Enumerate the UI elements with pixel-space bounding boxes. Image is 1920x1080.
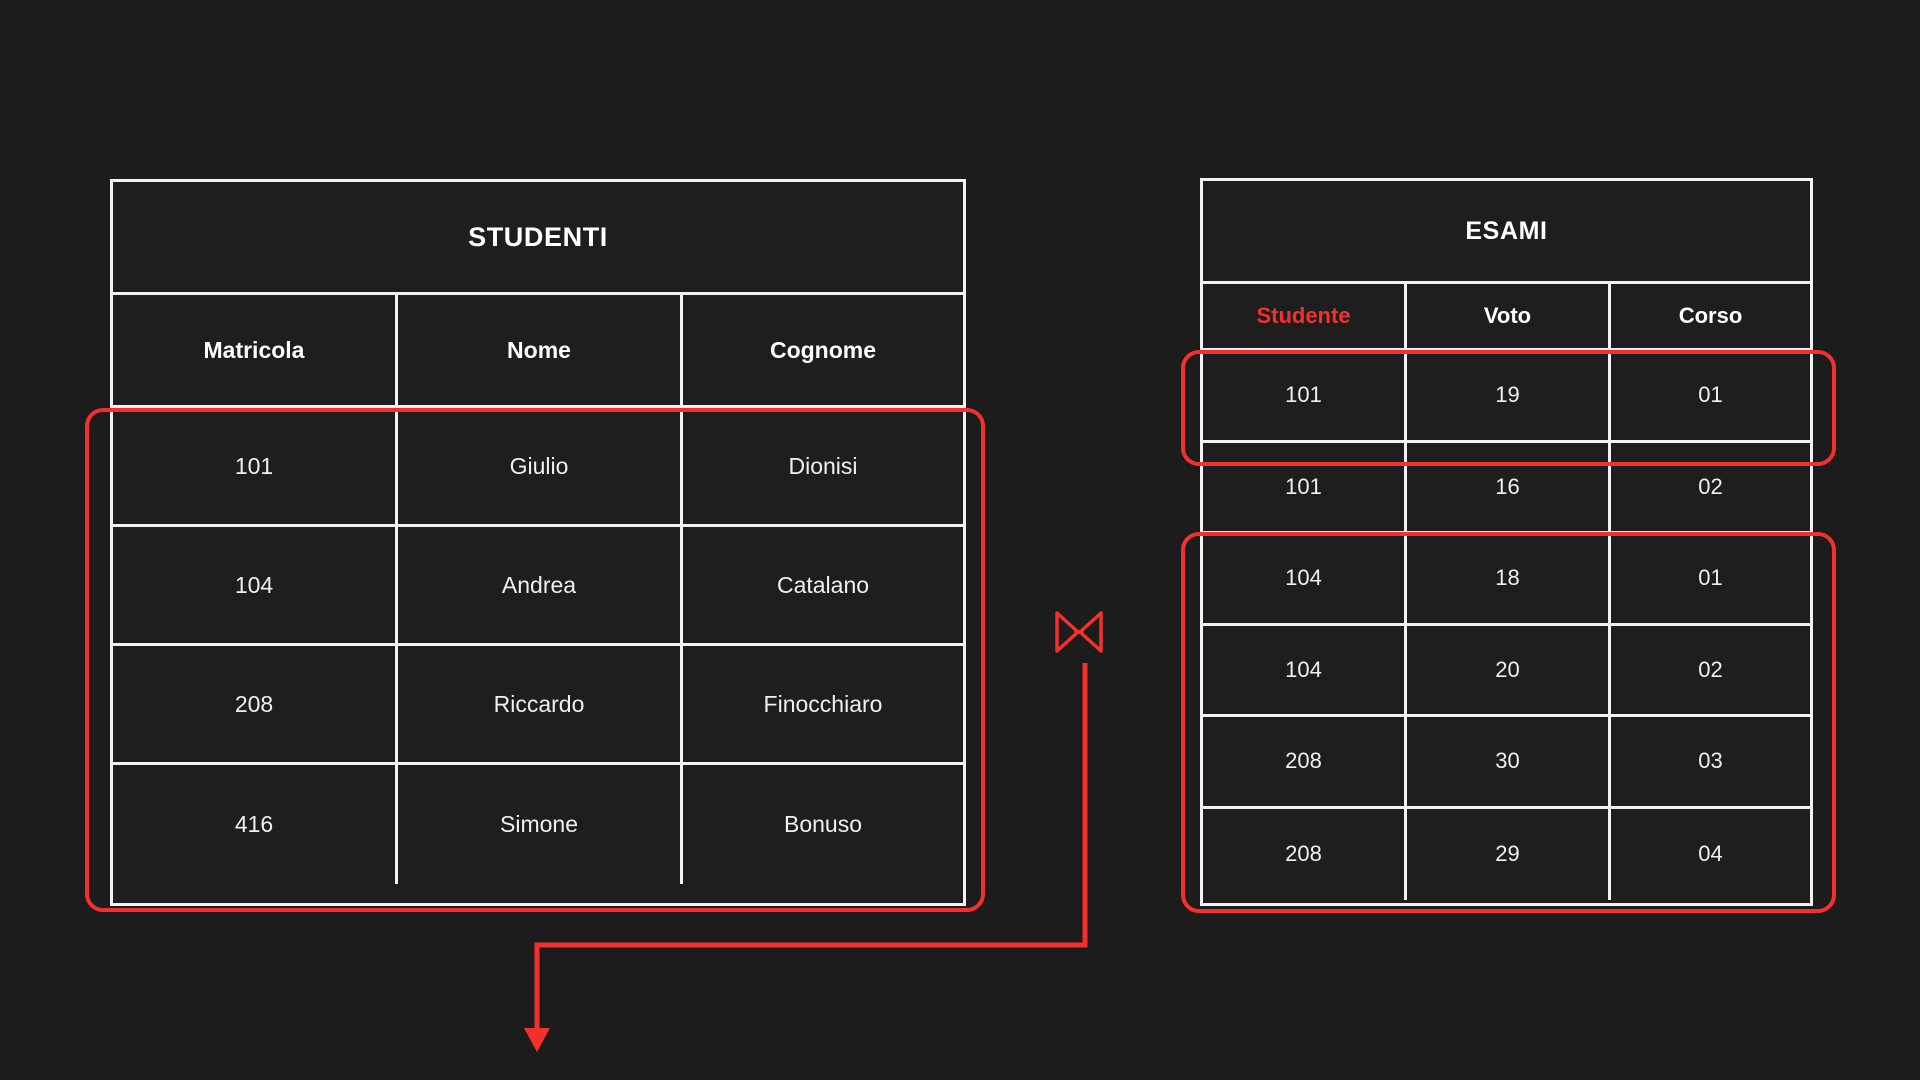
column-header-matricola: Matricola (113, 295, 398, 405)
cell-matricola: 104 (113, 527, 398, 643)
cell-studente: 208 (1203, 808, 1407, 900)
table-row: 416 Simone Bonuso (113, 765, 963, 884)
table-esami-title: ESAMI (1203, 181, 1810, 284)
column-header-corso: Corso (1678, 303, 1743, 328)
cell-voto: 29 (1407, 808, 1611, 900)
table-row: 101 16 02 (1203, 442, 1810, 534)
cell-nome: Andrea (398, 527, 683, 643)
cell-voto: 30 (1407, 717, 1611, 806)
table-row: 101 19 01 (1203, 351, 1810, 443)
cell-corso: 02 (1698, 656, 1723, 682)
table-row: 208 29 04 (1203, 808, 1810, 900)
cell-nome: Giulio (398, 408, 683, 524)
cell-corso: 04 (1698, 841, 1723, 867)
cell-voto: 18 (1407, 534, 1611, 623)
table-row: 208 Riccardo Finocchiaro (113, 646, 963, 765)
cell-studente: 208 (1203, 717, 1407, 806)
cell-corso: 03 (1698, 748, 1723, 774)
cell-nome: Simone (398, 765, 683, 884)
table-studenti-title: STUDENTI (113, 182, 963, 295)
table-row: 208 30 03 (1203, 717, 1810, 809)
cell-corso: 01 (1698, 382, 1723, 408)
arrowhead-icon (524, 1028, 550, 1052)
cell-matricola: 208 (113, 646, 398, 762)
natural-join-icon (1055, 611, 1103, 653)
table-studenti: STUDENTI Matricola Nome Cognome 101 Giul… (110, 179, 966, 906)
table-studenti-header-row: Matricola Nome Cognome (113, 295, 963, 408)
table-esami-header-row: Studente Voto Corso (1203, 284, 1810, 351)
table-studenti-body: 101 Giulio Dionisi 104 Andrea Catalano 2… (113, 408, 963, 903)
cell-cognome: Finocchiaro (763, 690, 883, 717)
cell-matricola: 101 (113, 408, 398, 524)
cell-corso: 01 (1698, 565, 1723, 591)
cell-studente: 101 (1203, 442, 1407, 531)
cell-cognome: Catalano (776, 571, 870, 598)
cell-studente: 101 (1203, 351, 1407, 440)
cell-studente: 104 (1203, 534, 1407, 623)
cell-cognome: Bonuso (783, 811, 862, 837)
cell-nome: Riccardo (398, 646, 683, 762)
column-header-nome: Nome (398, 295, 683, 405)
table-row: 104 20 02 (1203, 625, 1810, 717)
cell-corso: 02 (1698, 473, 1723, 499)
cell-cognome: Dionisi (788, 452, 858, 479)
cell-voto: 16 (1407, 442, 1611, 531)
table-row: 104 Andrea Catalano (113, 527, 963, 646)
cell-studente: 104 (1203, 625, 1407, 714)
table-row: 104 18 01 (1203, 534, 1810, 626)
cell-voto: 19 (1407, 351, 1611, 440)
table-esami-body: 101 19 01 101 16 02 104 18 01 104 20 02 … (1203, 351, 1810, 903)
column-header-studente: Studente (1203, 284, 1407, 348)
cell-matricola: 416 (113, 765, 398, 884)
column-header-cognome: Cognome (769, 336, 877, 363)
table-esami: ESAMI Studente Voto Corso 101 19 01 101 … (1200, 178, 1813, 906)
table-row: 101 Giulio Dionisi (113, 408, 963, 527)
cell-voto: 20 (1407, 625, 1611, 714)
column-header-voto: Voto (1407, 284, 1611, 348)
